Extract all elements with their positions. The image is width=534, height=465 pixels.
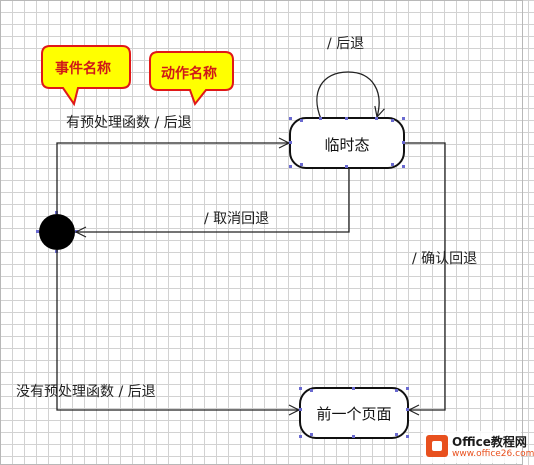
- initial-state-node: [39, 214, 75, 250]
- callout-action-name: [149, 51, 234, 107]
- label-self-back: / 后退: [327, 36, 365, 52]
- label-no-preprocess-back: 没有预处理函数 / 后退: [16, 384, 156, 400]
- state-label-previous-page: 前一个页面: [316, 405, 392, 423]
- state-diagram-canvas: [36, 45, 446, 439]
- previous-page-state-handles: [299, 387, 409, 438]
- transition-self-back: [316, 71, 379, 120]
- callout-event-name: [41, 45, 131, 107]
- logo-url: www.office26.com: [452, 449, 534, 459]
- transition-has-preprocess-back: [56, 143, 289, 214]
- office-icon: [426, 435, 448, 457]
- transition-confirm-back: [404, 142, 446, 410]
- label-has-preprocess-back: 有预处理函数 / 后退: [66, 115, 192, 131]
- label-confirm-back: / 确认回退: [412, 251, 478, 267]
- office26-logo: Office教程网 www.office26.com: [423, 431, 534, 463]
- logo-title: Office教程网: [452, 435, 527, 449]
- state-label-temporary: 临时态: [324, 136, 370, 154]
- temporary-state-handles: [289, 117, 405, 168]
- transition-no-preprocess-back: [56, 250, 299, 410]
- label-cancel-back: / 取消回退: [204, 211, 270, 227]
- callout-action-name-label: 动作名称: [161, 66, 217, 82]
- callout-event-name-label: 事件名称: [55, 61, 111, 77]
- transition-cancel-back: [76, 168, 350, 232]
